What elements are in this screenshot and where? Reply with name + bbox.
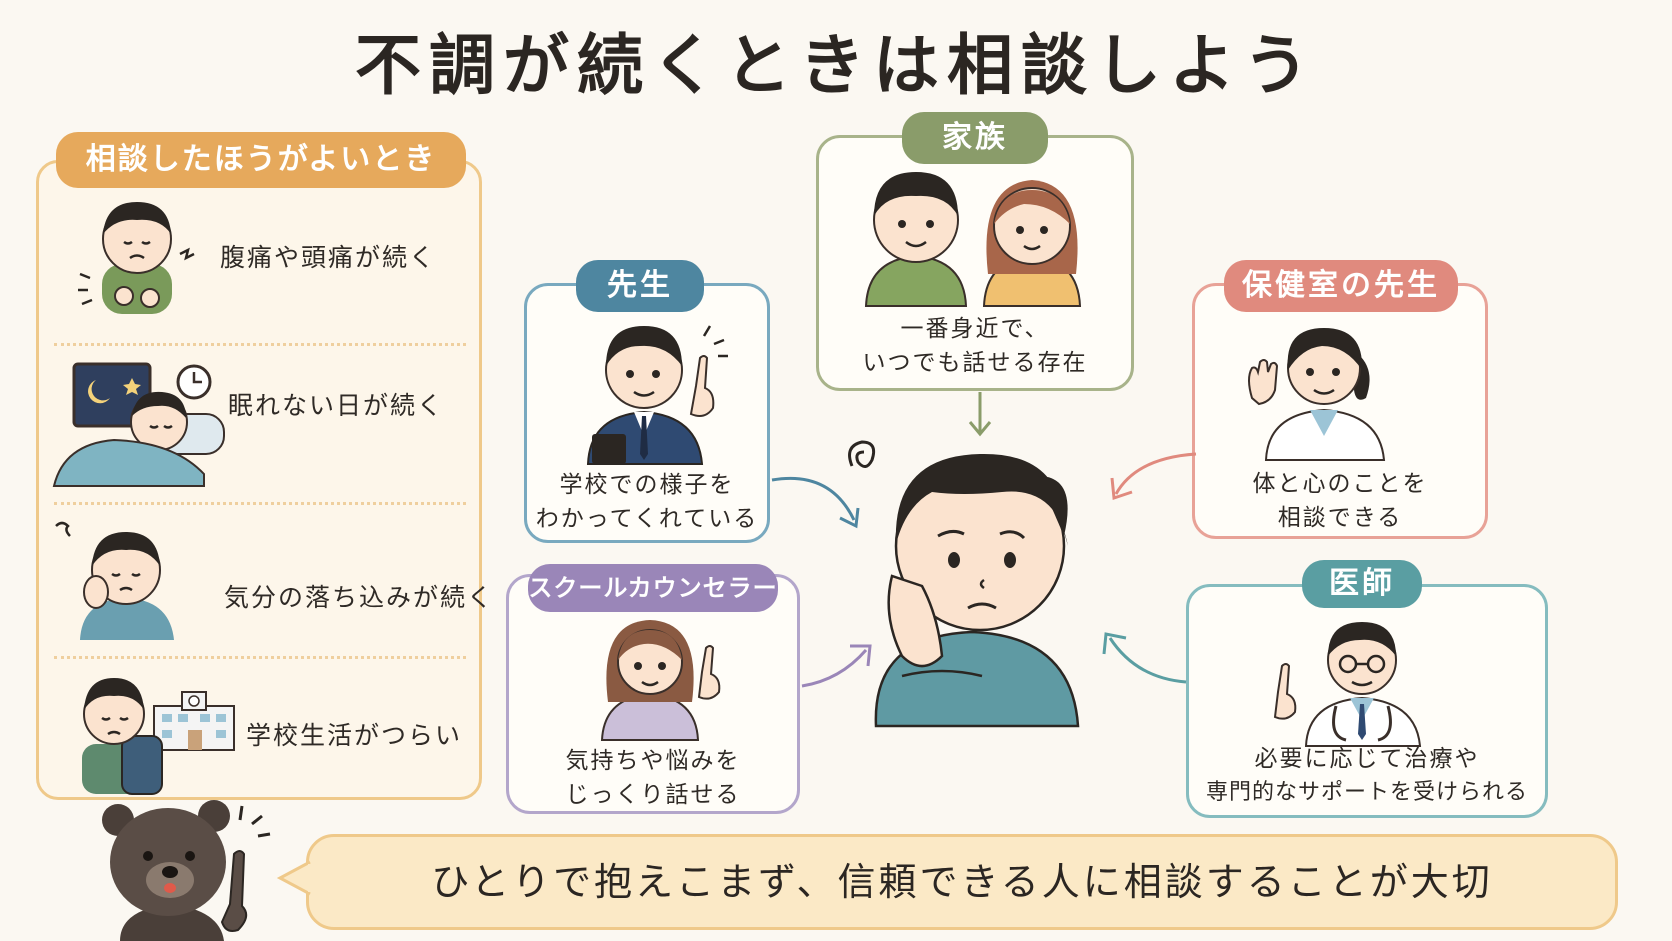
arrow-nurse [1110, 452, 1197, 501]
nurse-text-1: 体と心のことを [1252, 471, 1428, 497]
arrow-doctor [1102, 632, 1187, 684]
school-boy-icon [82, 678, 235, 795]
doctor-icon [1273, 622, 1422, 747]
nurse-text-2: 相談できる [1277, 505, 1403, 531]
page-title: 不調が続くときは相談しよう [355, 27, 1317, 104]
family-label: 家族 [902, 112, 1048, 164]
family-text-1: 一番身近で、 [900, 316, 1050, 342]
arrow-counselor [801, 644, 872, 688]
stomachache-boy-icon [78, 202, 195, 314]
counselor-text-1: 気持ちや悩みを [565, 748, 741, 774]
nurse-card [1192, 283, 1488, 539]
divider [54, 502, 466, 505]
counselor-icon [600, 620, 721, 741]
conditions-heading: 相談したほうがよいとき [56, 132, 466, 188]
doctor-text-2: 専門的なサポートを受けられる [1205, 780, 1528, 805]
family-text-2: いつでも話せる存在 [862, 350, 1088, 376]
message-text: ひとりで抱えこまず、信頼できる人に相談することが大切 [431, 860, 1493, 904]
condition-label-sleep: 眠れない日が続く [228, 391, 445, 420]
condition-label-school: 学校生活がつらい [246, 721, 463, 750]
doctor-text-1: 必要に応じて治療や [1254, 746, 1480, 772]
counselor-text-2: じっくり話せる [565, 782, 741, 808]
arrow-teacher [771, 476, 860, 529]
teacher-label: 先生 [576, 260, 704, 312]
message-bubble [306, 834, 1618, 930]
counselor-label: スクールカウンセラー [528, 564, 778, 612]
teacher-text-2: わかってくれている [535, 506, 759, 532]
nurse-label: 保健室の先生 [1224, 260, 1458, 312]
sleepless-boy-icon [52, 362, 225, 487]
condition-label-mood: 気分の落ち込みが続く [224, 583, 495, 612]
family-parents-icon [864, 172, 1082, 307]
worried-boy-icon [848, 440, 1080, 728]
divider [54, 656, 466, 659]
arrow-family [968, 392, 992, 437]
condition-label-pain: 腹痛や頭痛が続く [220, 243, 437, 272]
bear-mascot-icon [102, 800, 271, 941]
depressed-boy-icon [55, 521, 174, 640]
school-nurse-icon [1248, 328, 1386, 461]
teacher-icon [586, 325, 728, 465]
divider [54, 343, 466, 346]
family-card [816, 135, 1134, 391]
teacher-text-1: 学校での様子を [559, 472, 735, 498]
doctor-label: 医師 [1302, 560, 1422, 608]
bubble-tail [276, 860, 314, 896]
